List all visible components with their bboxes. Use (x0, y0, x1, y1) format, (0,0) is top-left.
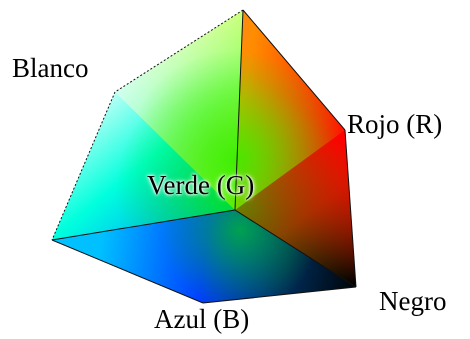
vertex-label-blue: Azul (B) (154, 304, 250, 334)
cube-edge-left (51, 91, 116, 241)
cube-edge-inner-2 (51, 209, 236, 241)
cube-face-bottom-green-overlay (52, 210, 356, 303)
cube-edge-bottom-right (202, 286, 357, 304)
cube-edge-top-left (114, 9, 244, 93)
cube-face-top-green-overlay (115, 10, 345, 210)
vertex-label-black: Negro (379, 286, 447, 316)
cube-edge-right (344, 129, 357, 288)
vertex-label-white: Blanco (12, 53, 89, 83)
cube-edge-inner-1 (234, 9, 244, 211)
cube-edge-inner-3 (234, 209, 357, 288)
vertex-label-red: Rojo (R) (347, 109, 443, 139)
vertex-label-green: Verde (G) (147, 170, 255, 200)
cube-edge-bottom-left (51, 239, 204, 304)
cube-edge-top-right (242, 9, 346, 131)
